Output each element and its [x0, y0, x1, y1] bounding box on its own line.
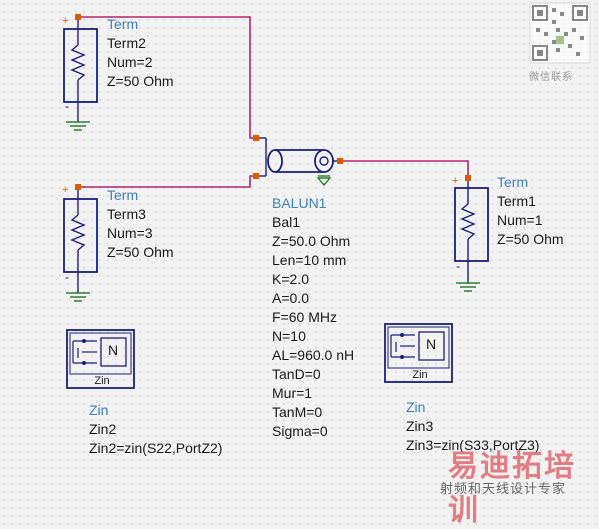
balun-param: TanD=0 — [272, 366, 321, 382]
term1-name: Term1 — [497, 193, 536, 209]
zin2-symbol-text: Zin — [94, 375, 110, 387]
term1-z: Z=50 Ohm — [497, 231, 564, 247]
pin-icon — [75, 184, 81, 190]
wire-balun-to-term1[interactable] — [340, 160, 469, 178]
balun-label[interactable]: BALUN1 Bal1 Z=50.0 Ohm Len=10 mm K=2.0 A… — [272, 194, 354, 441]
zin2-n-letter: N — [107, 342, 119, 358]
balun-param: Z=50.0 Ohm — [272, 233, 351, 249]
balun-param: F=60 MHz — [272, 309, 337, 325]
balun-type: BALUN1 — [272, 195, 327, 211]
balun-param: Sigma=0 — [272, 423, 328, 439]
term1-num: Num=1 — [497, 212, 543, 228]
term2-z: Z=50 Ohm — [107, 73, 174, 89]
balun-param: K=2.0 — [272, 271, 309, 287]
plus-sign-icon: + — [452, 175, 458, 187]
plus-sign-icon: + — [62, 184, 68, 196]
term3-symbol[interactable]: + - — [62, 184, 98, 302]
term1-label[interactable]: Term Term1 Num=1 Z=50 Ohm — [497, 173, 564, 249]
balun-param: N=10 — [272, 328, 306, 344]
term3-label[interactable]: Term Term3 Num=3 Z=50 Ohm — [107, 186, 174, 262]
balun-param: TanM=0 — [272, 404, 323, 420]
balun-param: AL=960.0 nH — [272, 347, 355, 363]
schematic-canvas[interactable]: + - + - + - — [0, 0, 599, 500]
balun-param: Mur=1 — [272, 385, 313, 401]
balun-param: A=0.0 — [272, 290, 309, 306]
term2-symbol[interactable]: + - — [62, 14, 98, 131]
zin3-n-letter: N — [425, 336, 437, 352]
watermark-subtitle: 射频和天线设计专家 — [440, 481, 567, 496]
zin3-label[interactable]: Zin Zin3 Zin3=zin(S33,PortZ3) — [406, 398, 539, 455]
zin2-symbol[interactable] — [66, 329, 135, 389]
term1-symbol[interactable]: + - — [452, 175, 489, 292]
term2-num: Num=2 — [107, 54, 153, 70]
balun-symbol[interactable] — [253, 135, 343, 187]
balun-param: Len=10 mm — [272, 252, 347, 268]
zin3-type: Zin — [406, 399, 426, 415]
term3-type: Term — [107, 187, 139, 203]
zin3-name: Zin3 — [406, 418, 434, 434]
pin-icon — [75, 14, 81, 20]
pin-icon — [337, 158, 343, 164]
zin2-label[interactable]: Zin Zin2 Zin2=zin(S22,PortZ2) — [89, 401, 222, 458]
term3-z: Z=50 Ohm — [107, 244, 174, 260]
term3-name: Term3 — [107, 206, 146, 222]
minus-sign-icon: - — [65, 270, 69, 284]
pin-icon — [253, 173, 259, 179]
pin-icon — [253, 135, 259, 141]
term2-name: Term2 — [107, 35, 146, 51]
term1-type: Term — [497, 174, 529, 190]
zin3-symbol[interactable] — [384, 323, 453, 383]
minus-sign-icon: - — [456, 259, 460, 273]
zin2-name: Zin2 — [89, 421, 117, 437]
term2-type: Term — [107, 16, 139, 32]
minus-sign-icon: - — [65, 99, 69, 113]
zin2-type: Zin — [89, 402, 109, 418]
zin2-expr: Zin2=zin(S22,PortZ2) — [89, 440, 223, 456]
pin-icon — [465, 175, 471, 181]
qr-code-image — [529, 2, 591, 64]
qr-caption: 微信联系 — [529, 72, 573, 83]
term2-label[interactable]: Term Term2 Num=2 Z=50 Ohm — [107, 15, 174, 91]
plus-sign-icon: + — [62, 15, 68, 27]
term3-num: Num=3 — [107, 225, 153, 241]
zin3-expr: Zin3=zin(S33,PortZ3) — [406, 437, 540, 453]
zin3-symbol-text: Zin — [412, 369, 428, 381]
balun-param: Bal1 — [272, 214, 301, 230]
